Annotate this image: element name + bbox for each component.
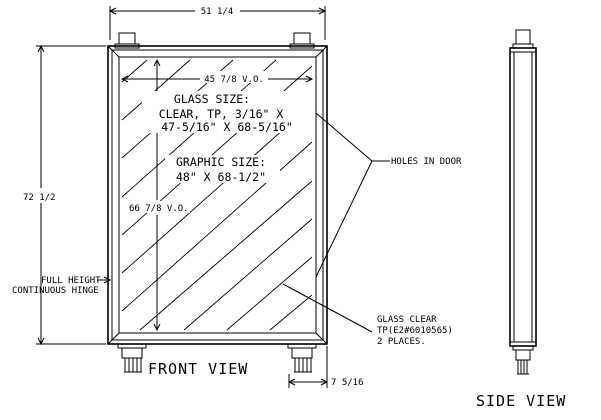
overall-height-label: 72 1/2: [23, 193, 56, 203]
hinge-label-line1: FULL HEIGHT: [41, 276, 101, 286]
side-view: SIDE VIEW: [476, 29, 566, 410]
hinge-offset-label: 7 5/16: [331, 378, 364, 388]
glass-clear-callout: GLASS CLEAR TP(E2#6010565) 2 PLACES.: [282, 283, 453, 347]
glass-size-line1: CLEAR, TP, 3/16" X: [159, 107, 284, 121]
holes-label: HOLES IN DOOR: [391, 157, 462, 167]
overall-width-dimension: 51 1/4: [108, 6, 327, 40]
front-view-title: FRONT VIEW: [148, 360, 248, 378]
overall-height-dimension: 72 1/2: [23, 44, 106, 346]
door-frame: [107, 45, 328, 345]
vo-height-label: 66 7/8 V.O.: [129, 204, 189, 214]
glass-size-note: GLASS SIZE: CLEAR, TP, 3/16" X 47-5/16" …: [142, 91, 312, 134]
hinge-label-line2: CONTINUOUS HINGE: [12, 286, 99, 296]
glass-clear-line2: TP(E2#6010565): [377, 326, 453, 336]
graphic-size-note: GRAPHIC SIZE: 48" X 68-1/2": [165, 155, 280, 184]
holes-callout: HOLES IN DOOR: [315, 112, 462, 278]
graphic-size-title: GRAPHIC SIZE:: [176, 155, 266, 169]
hinge-callout: FULL HEIGHT CONTINUOUS HINGE: [12, 276, 112, 296]
graphic-size-line1: 48" X 68-1/2": [176, 170, 266, 184]
glass-clear-line3: 2 PLACES.: [377, 337, 426, 347]
vo-height-dimension: 66 7/8 V.O.: [128, 58, 190, 332]
bottom-hinge-mounts: [117, 343, 317, 373]
front-view: 51 1/4: [12, 6, 462, 388]
vo-width-dimension: 45 7/8 V.O.: [120, 71, 314, 85]
vo-width-label: 45 7/8 V.O.: [204, 75, 264, 85]
glass-clear-line1: GLASS CLEAR: [377, 315, 437, 325]
side-view-title: SIDE VIEW: [476, 392, 566, 410]
overall-width-label: 51 1/4: [201, 7, 234, 17]
glass-size-title: GLASS SIZE:: [174, 92, 250, 106]
hinge-offset-dimension: 7 5/16: [287, 346, 364, 388]
glass-size-line2: 47-5/16" X 68-5/16": [161, 120, 293, 134]
